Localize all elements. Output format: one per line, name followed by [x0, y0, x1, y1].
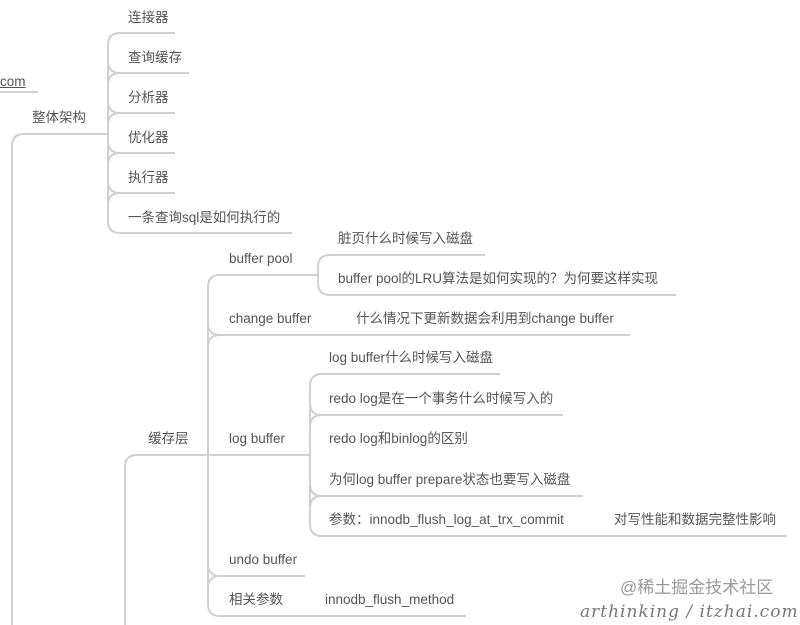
node-change-buffer-usage[interactable]: 什么情况下更新数据会利用到change buffer: [356, 311, 614, 326]
node-param-impact[interactable]: 对写性能和数据完整性影响: [614, 512, 776, 527]
node-lru[interactable]: buffer pool的LRU算法是如何实现的？为何要这样实现: [338, 271, 659, 286]
node-log-buffer[interactable]: log buffer: [229, 431, 286, 446]
node-connector[interactable]: 连接器: [128, 10, 169, 25]
node-change-buffer[interactable]: change buffer: [229, 311, 312, 326]
node-optimizer[interactable]: 优化器: [128, 130, 169, 145]
node-cache-layer[interactable]: 缓存层: [148, 431, 189, 446]
node-undo-buffer[interactable]: undo buffer: [229, 552, 298, 567]
node-prepare-state[interactable]: 为何log buffer prepare状态也要写入磁盘: [329, 472, 571, 487]
watermark-platform: @稀土掘金技术社区: [620, 578, 774, 597]
node-buffer-pool[interactable]: buffer pool: [229, 251, 293, 266]
watermark-author: arthinking / itzhai.com: [580, 602, 799, 622]
node-related-params[interactable]: 相关参数: [229, 592, 283, 607]
node-redo-binlog-diff[interactable]: redo log和binlog的区别: [329, 431, 468, 446]
node-analyzer[interactable]: 分析器: [128, 90, 169, 105]
root-node[interactable]: com: [0, 74, 26, 89]
node-executor[interactable]: 执行器: [128, 170, 169, 185]
node-flush-log-param[interactable]: 参数：innodb_flush_log_at_trx_commit: [329, 512, 564, 527]
node-flush-method[interactable]: innodb_flush_method: [325, 592, 455, 607]
node-sql-execution[interactable]: 一条查询sql是如何执行的: [128, 210, 281, 225]
node-architecture[interactable]: 整体架构: [32, 110, 86, 125]
node-query-cache[interactable]: 查询缓存: [128, 50, 182, 65]
node-redo-log-timing[interactable]: redo log是在一个事务什么时候写入的: [329, 391, 554, 406]
node-log-buffer-flush[interactable]: log buffer什么时候写入磁盘: [329, 350, 494, 365]
node-dirty-page[interactable]: 脏页什么时候写入磁盘: [338, 231, 473, 246]
